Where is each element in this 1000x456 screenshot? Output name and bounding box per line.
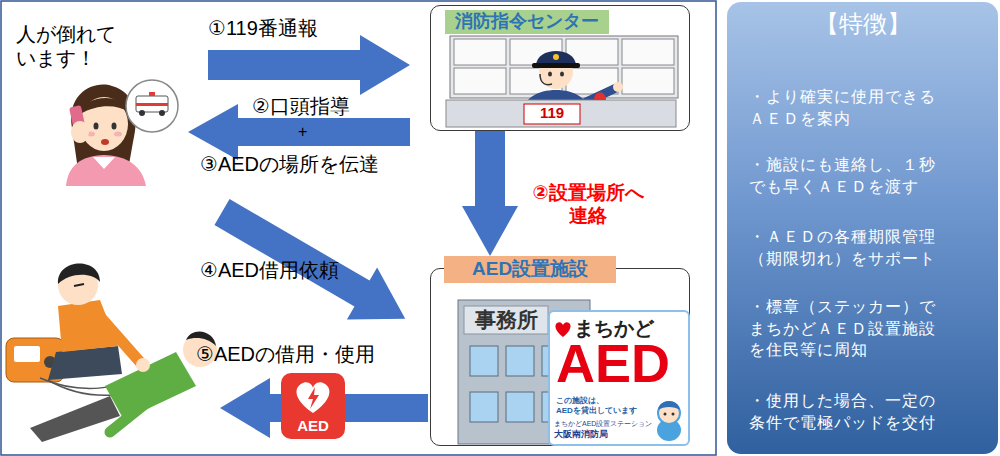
cpr-illustration <box>136 358 150 372</box>
connector-label: ②設置場所へ 連絡 <box>522 182 654 228</box>
office-building <box>506 392 534 422</box>
caller-illustration <box>136 103 168 106</box>
heart-bolt-symbol <box>308 387 319 409</box>
aed-facility-box: まちかどAEDこの施設は、 AEDを貸出していますまちかどAED設置ステーション… <box>430 256 690 446</box>
cpr-illustration <box>14 346 40 362</box>
caller-illustration <box>93 157 115 169</box>
caller-illustration <box>149 92 155 96</box>
caller-illustration <box>94 123 99 130</box>
cpr-illustration <box>48 346 122 380</box>
dispatcher-illustration <box>524 104 580 124</box>
step-label: ④AED借用依頼 <box>200 258 339 282</box>
step-label: ②口頭指導 <box>252 94 350 118</box>
aed-icon: AED <box>281 373 345 439</box>
caller-illustration <box>126 80 178 132</box>
sticker-note: この施設は、 AEDを貸出しています <box>556 396 652 415</box>
sticker-org: 大阪南消防局 <box>554 429 608 440</box>
dispatcher-illustration <box>622 39 674 65</box>
dispatcher-illustration <box>613 82 623 92</box>
flow-arrow <box>207 186 420 344</box>
mascot-figure <box>672 413 675 416</box>
cpr-illustration <box>96 312 140 362</box>
dispatcher-illustration <box>446 100 676 127</box>
mascot-figure <box>658 402 680 424</box>
office-building <box>470 346 498 376</box>
caller-illustration <box>80 97 128 151</box>
heart-bolt-symbol <box>297 382 330 413</box>
caller-illustration <box>80 98 129 114</box>
caller-illustration <box>139 110 145 116</box>
feature-item: ・標章（ステッカー）で まちかどＡＥＤ設置施設 を住民等に周知 <box>749 296 981 361</box>
caller-illustration <box>101 139 109 145</box>
mascot-figure <box>652 398 686 442</box>
caller-illustration <box>159 110 165 116</box>
plus-sign: + <box>298 122 307 141</box>
office-building <box>470 392 498 422</box>
flow-arrow <box>188 35 428 438</box>
dispatcher-illustration <box>560 72 564 77</box>
caller-illustration <box>71 85 136 170</box>
dispatcher-illustration <box>553 54 559 60</box>
dispatcher-illustration <box>450 36 678 98</box>
step-label: ⑤AEDの借用・使用 <box>196 342 375 366</box>
caller-illustration <box>66 155 146 186</box>
box-heading: AED設置施設 <box>444 256 616 283</box>
dispatcher-illustration <box>454 39 506 65</box>
flow-arrow <box>208 35 410 95</box>
cpr-illustration <box>110 400 150 432</box>
feature-item: ・使用した場合、一定の 条件で電極パッドを交付 <box>749 390 981 433</box>
dispatch-center-box: 消防指令センター <box>430 5 690 131</box>
heart-symbol <box>555 322 570 337</box>
flow-arrow <box>188 104 410 160</box>
dispatcher-illustration <box>622 68 674 94</box>
caller-illustration <box>66 80 178 186</box>
office-building <box>464 306 548 334</box>
feature-panel: 【特徴】・より確実に使用できる ＡＥＤを案内・施設にも連絡し、１秒 でも早くＡＥ… <box>727 2 998 454</box>
cpr-illustration <box>74 284 84 286</box>
mascot-figure <box>658 401 680 410</box>
feature-item: ・より確実に使用できる ＡＥＤを案内 <box>749 86 981 129</box>
aed-sticker: まちかどAEDこの施設は、 AEDを貸出していますまちかどAED設置ステーション… <box>548 310 690 446</box>
feature-item: ・ＡＥＤの各種期限管理 （期限切れ）をサポート <box>749 226 981 269</box>
dispatcher-illustration <box>532 63 580 68</box>
building-sign: 事務所 <box>464 307 548 332</box>
icon-text: AED <box>281 417 345 435</box>
step-label: ③AEDの場所を伝達 <box>200 152 379 176</box>
dispatcher-illustration <box>594 93 606 101</box>
dispatcher-illustration <box>540 74 552 85</box>
box-heading: 消防指令センター <box>445 10 609 34</box>
sticker-logo: AED <box>556 336 670 390</box>
office-building <box>506 346 534 376</box>
dispatcher-illustration <box>548 72 552 77</box>
flow-arrow <box>207 186 420 344</box>
cpr-illustration <box>58 263 100 284</box>
caller-illustration <box>112 123 117 130</box>
panel-heading: 【特徴】 <box>727 10 998 39</box>
step-label: ①119番通報 <box>208 16 318 40</box>
dispatcher-illustration <box>454 68 506 94</box>
sticker-org: まちかどAED設置ステーション <box>554 420 652 428</box>
dispatcher-illustration <box>446 36 678 127</box>
flow-connector <box>475 131 505 206</box>
speech-text: 人が倒れて います！ <box>16 22 146 70</box>
frame <box>1 1 716 455</box>
cpr-illustration <box>186 331 216 346</box>
mascot-figure <box>664 413 667 416</box>
caller-illustration <box>136 96 168 112</box>
heart-bolt-symbol <box>281 373 345 417</box>
desk-plate-text: 119 <box>524 104 580 122</box>
cpr-illustration <box>6 263 217 442</box>
caller-illustration <box>114 132 122 137</box>
caller-illustration <box>71 121 89 143</box>
feature-item: ・施設にも連絡し、１秒 でも早くＡＥＤを渡す <box>749 154 981 197</box>
